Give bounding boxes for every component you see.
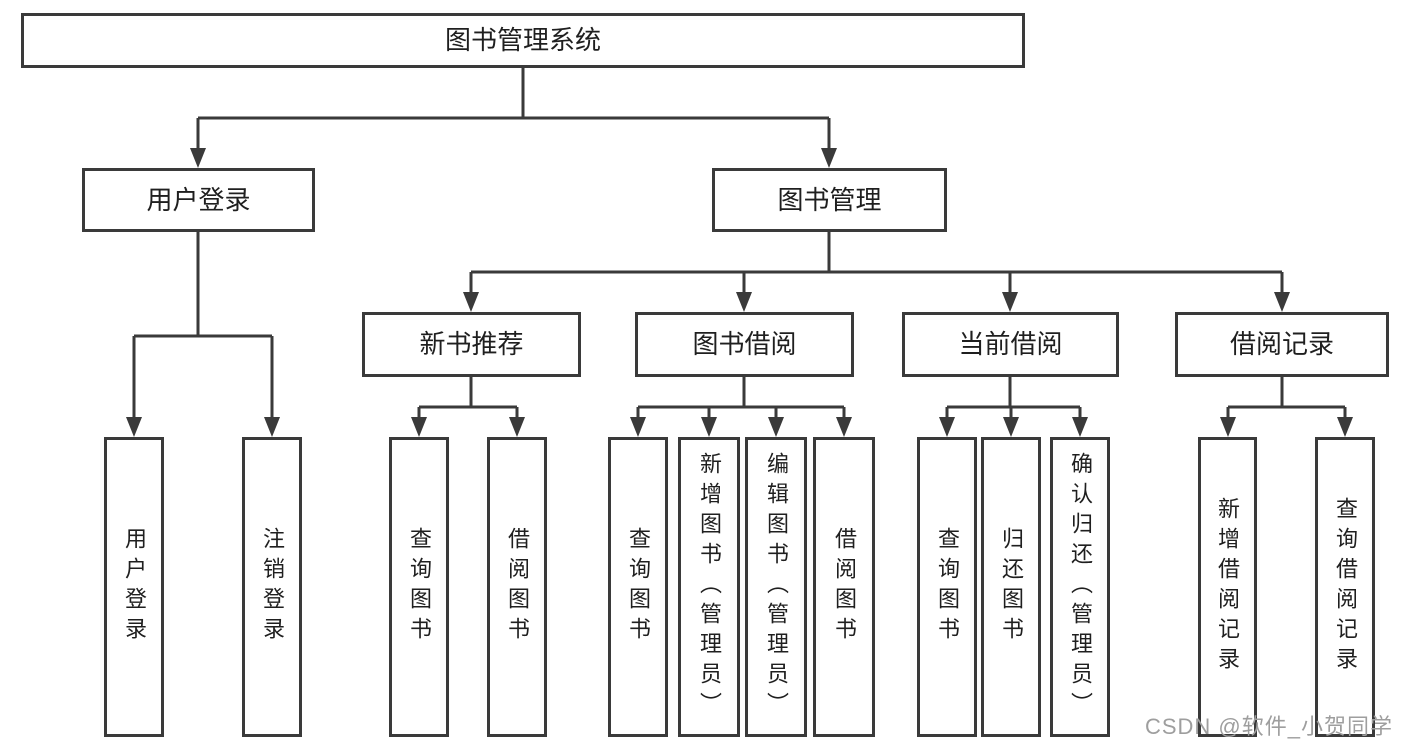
- connector-level2-branch: [196, 116, 831, 149]
- arrow-down-icon: [126, 417, 142, 437]
- arrow-down-icon: [1072, 417, 1088, 437]
- arrow-down-icon: [411, 417, 427, 437]
- node-book-management: 图书管理: [712, 168, 947, 232]
- arrow-down-icon: [939, 417, 955, 437]
- node-user-login: 用户登录: [82, 168, 315, 232]
- arrow-down-icon: [1220, 417, 1236, 437]
- arrow-down-icon: [190, 148, 206, 168]
- arrow-down-icon: [736, 292, 752, 312]
- leaf-borrow-edit-book-admin: 编辑图书（管理员）: [745, 437, 807, 737]
- arrow-down-icon: [630, 417, 646, 437]
- leaf-recommend-borrow-book: 借阅图书: [487, 437, 547, 737]
- leaf-record-query-borrow-record: 查询借阅记录: [1315, 437, 1375, 737]
- node-current-borrow: 当前借阅: [902, 312, 1119, 377]
- connector-current-borrow-branch: [945, 377, 1082, 418]
- connector-borrow-record-branch: [1226, 377, 1347, 418]
- leaf-record-add-borrow-record: 新增借阅记录: [1198, 437, 1257, 737]
- leaf-current-return-book: 归还图书: [981, 437, 1041, 737]
- node-new-book-recommend: 新书推荐: [362, 312, 581, 377]
- leaf-borrow-query-book: 查询图书: [608, 437, 668, 737]
- node-borrow-record: 借阅记录: [1175, 312, 1389, 377]
- connector-new-book-rec-branch: [417, 377, 519, 418]
- arrow-down-icon: [1337, 417, 1353, 437]
- arrow-down-icon: [701, 417, 717, 437]
- leaf-borrow-add-book-admin: 新增图书（管理员）: [678, 437, 740, 737]
- leaf-current-confirm-return-admin: 确认归还（管理员）: [1050, 437, 1110, 737]
- arrow-down-icon: [509, 417, 525, 437]
- arrow-down-icon: [836, 417, 852, 437]
- node-root-system: 图书管理系统: [21, 13, 1025, 68]
- leaf-user-login: 用户登录: [104, 437, 164, 737]
- arrow-down-icon: [264, 417, 280, 437]
- arrow-down-icon: [463, 292, 479, 312]
- arrow-down-icon: [821, 148, 837, 168]
- leaf-current-query-book: 查询图书: [917, 437, 977, 737]
- arrow-down-icon: [768, 417, 784, 437]
- connector-book-borrow-branch: [636, 377, 846, 418]
- leaf-borrow-borrow-book: 借阅图书: [813, 437, 875, 737]
- arrow-down-icon: [1003, 417, 1019, 437]
- arrow-down-icon: [1274, 292, 1290, 312]
- node-book-borrow: 图书借阅: [635, 312, 854, 377]
- leaf-logout-login: 注销登录: [242, 437, 302, 737]
- connector-book-mgmt-branch: [469, 232, 1284, 293]
- leaf-recommend-query-book: 查询图书: [389, 437, 449, 737]
- csdn-watermark: CSDN @软件_小贺同学: [1144, 714, 1393, 739]
- arrow-down-icon: [1002, 292, 1018, 312]
- connector-user-login-branch: [132, 232, 274, 418]
